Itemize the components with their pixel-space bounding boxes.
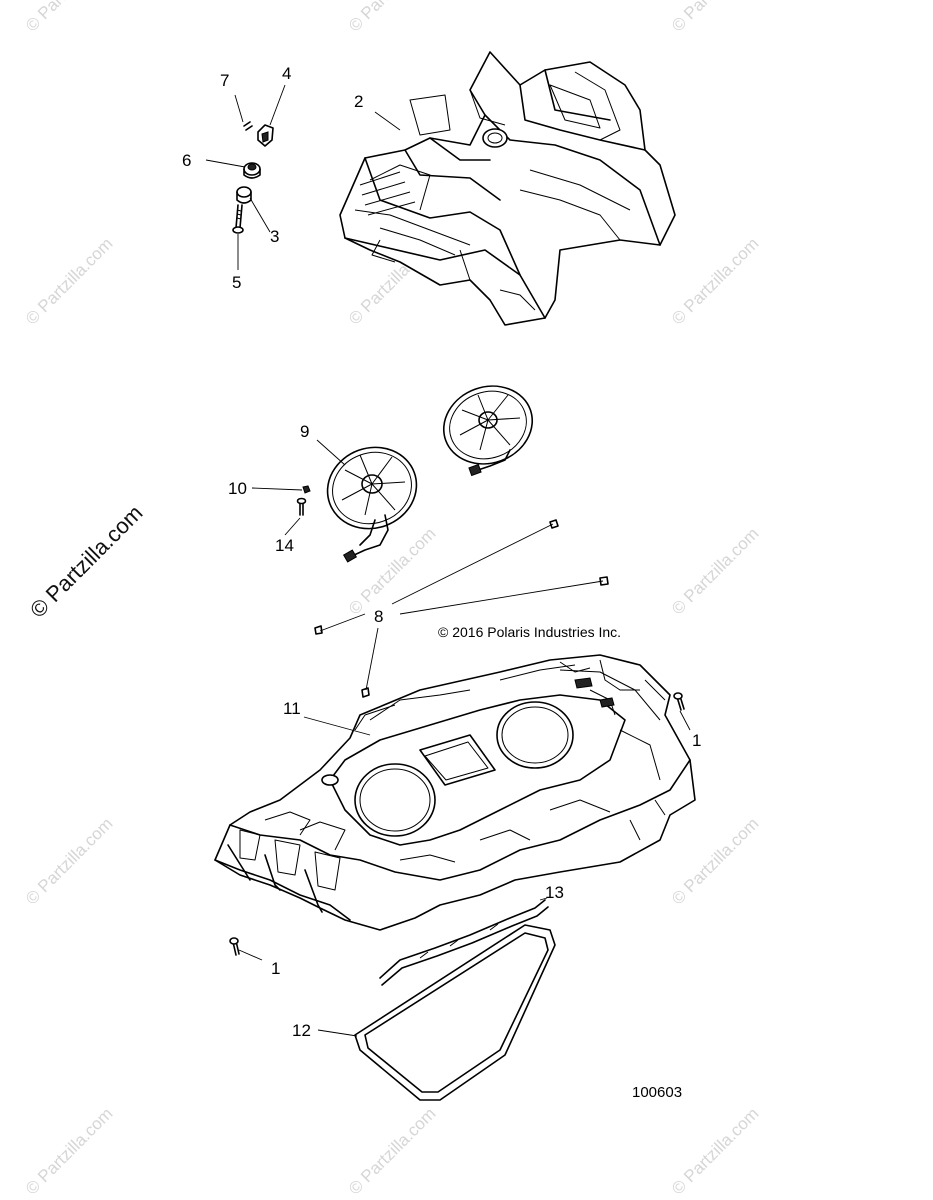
callout-3: 3 bbox=[270, 227, 280, 246]
callout-1-left: 1 bbox=[271, 959, 281, 978]
callout-7: 7 bbox=[220, 71, 230, 90]
callout-8: 8 bbox=[374, 607, 384, 626]
part-2-upper-cover bbox=[339, 51, 676, 326]
callout-9: 9 bbox=[300, 422, 310, 441]
callout-13: 13 bbox=[545, 883, 564, 902]
part-3-spacer bbox=[236, 186, 252, 204]
callout-2: 2 bbox=[354, 92, 364, 111]
figure-number: 100603 bbox=[632, 1084, 683, 1101]
callout-10: 10 bbox=[228, 479, 247, 498]
part-8-screws bbox=[314, 519, 609, 698]
part-11-lower-tray bbox=[214, 654, 696, 931]
part-10-nut bbox=[302, 485, 311, 494]
part-9-fan-front bbox=[326, 446, 418, 563]
part-14-screw bbox=[296, 497, 307, 516]
callout-5: 5 bbox=[232, 273, 242, 292]
part-6-grommet bbox=[243, 162, 261, 179]
callout-12: 12 bbox=[292, 1021, 311, 1040]
callout-14: 14 bbox=[275, 536, 294, 555]
callout-6: 6 bbox=[182, 151, 192, 170]
part-9-fan-rear bbox=[442, 385, 534, 477]
callout-11: 11 bbox=[283, 699, 301, 718]
part-4-clip bbox=[257, 124, 274, 147]
part-12-gasket bbox=[354, 924, 556, 1101]
copyright-text: © 2016 Polaris Industries Inc. bbox=[438, 624, 622, 640]
part-1-screws bbox=[229, 692, 685, 956]
callout-4: 4 bbox=[282, 64, 292, 83]
part-5-bolt bbox=[232, 204, 244, 234]
part-13-seal-strip bbox=[379, 899, 549, 986]
callout-1-right: 1 bbox=[692, 731, 702, 750]
part-7-pin bbox=[243, 121, 253, 131]
leader-lines bbox=[205, 84, 691, 1037]
